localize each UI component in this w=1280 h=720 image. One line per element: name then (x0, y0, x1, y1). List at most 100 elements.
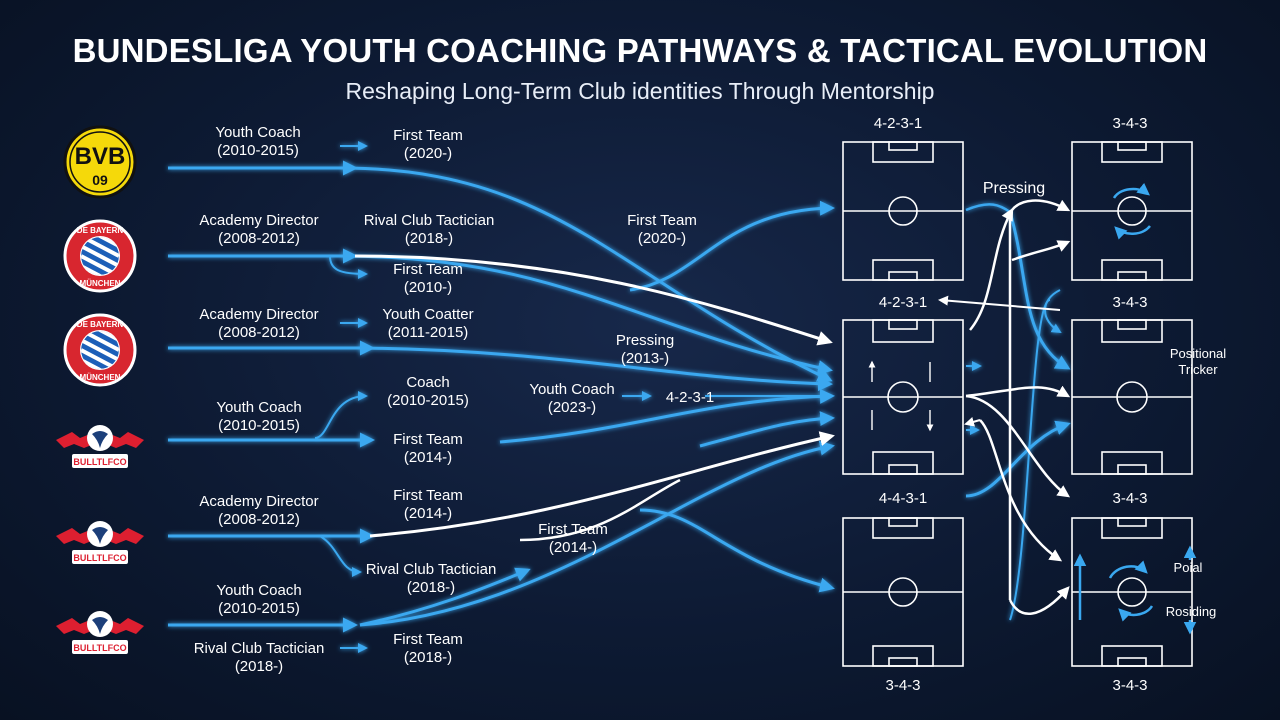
label-b1: Academy Director(2008-2012) (199, 212, 318, 248)
formation-left-low: 4-4-3-1 (878, 490, 928, 507)
label-f3-period: (2018-) (403, 649, 453, 666)
formation-left-top: 4-2-3-1 (873, 115, 923, 132)
label-f1-period: (2010-2015) (218, 600, 300, 617)
leipzig-logo-3-text: BULLTLFCO (73, 643, 126, 653)
label-f1-role: Youth Coach (216, 582, 302, 599)
label-d4-role: Youth Coach (529, 381, 615, 398)
bvb-logo-top: BVB (75, 143, 126, 170)
label-a2-period: (2020-) (403, 145, 453, 162)
pitch-left-bottom (842, 517, 964, 667)
label-e4-role: Rival Club Tactician (365, 561, 497, 578)
label-f2-period: (2018-) (234, 658, 284, 675)
formation-left-mid: 4-2-3-1 (878, 294, 928, 311)
annotation-rosiding: Rosiding (1165, 604, 1217, 619)
pitch-right-bottom-arrows (1073, 545, 1197, 635)
label-e1: Academy Director(2008-2012) (199, 493, 318, 529)
leipzig-logo-1-text: BULLTLFCO (73, 457, 126, 467)
label-d3-role: First Team (393, 431, 463, 448)
label-e4-period: (2018-) (406, 579, 456, 596)
annotation-positional-line2: Tricker (1178, 362, 1218, 377)
label-d5: 4-2-3-1 (666, 389, 714, 407)
label-a2-role: First Team (393, 127, 463, 144)
label-b4-period: (2020-) (637, 230, 687, 247)
label-b4: First Team(2020-) (627, 212, 697, 248)
bvb-logo-bottom: 09 (92, 172, 108, 188)
label-c2-role: Youth Coatter (382, 306, 474, 323)
formation-left-bottom: 3-4-3 (885, 677, 921, 694)
leipzig-logo-3: BULLTLFCO (56, 611, 144, 654)
bayern-logo-2: DE BAYERN MÜNCHEN (63, 313, 137, 387)
bayern-logo-1: DE BAYERN MÜNCHEN (63, 219, 137, 293)
pitch-right-mid (1071, 319, 1193, 475)
leipzig-logo-2: BULLTLFCO (56, 521, 144, 564)
white-flow-lines (354, 199, 1071, 615)
pitch-left-top (842, 141, 964, 281)
label-e3-role: First Team (538, 521, 608, 538)
label-d2: Coach(2010-2015) (387, 374, 469, 410)
label-b2-period: (2018-) (404, 230, 454, 247)
label-b2-role: Rival Club Tactician (363, 212, 495, 229)
label-c3-role: Pressing (615, 332, 675, 349)
annotation-poial: Poial (1173, 560, 1203, 575)
label-f3-role: First Team (393, 631, 463, 648)
label-a2: First Team(2020-) (393, 127, 463, 163)
label-e1-period: (2008-2012) (218, 511, 300, 528)
label-d3-period: (2014-) (403, 449, 453, 466)
annotation-pressing: Pressing (982, 180, 1046, 197)
bayern-logo-2-bottom: MÜNCHEN (80, 373, 121, 382)
label-b2: Rival Club Tactician(2018-) (364, 212, 495, 248)
leipzig-logo-2-text: BULLTLFCO (73, 553, 126, 563)
bvb-logo: BVB 09 (63, 125, 137, 199)
formation-right-top: 3-4-3 (1112, 115, 1148, 132)
label-b1-period: (2008-2012) (218, 230, 300, 247)
page-title: BUNDESLIGA YOUTH COACHING PATHWAYS & TAC… (72, 32, 1208, 69)
formation-right-mid: 3-4-3 (1112, 294, 1148, 311)
label-b1-role: Academy Director (199, 212, 319, 229)
label-f2-role: Rival Club Tactician (193, 640, 325, 657)
bayern-logo-2-top: DE BAYERN (77, 320, 124, 329)
label-b3-period: (2010-) (403, 279, 453, 296)
label-c2: Youth Coatter(2011-2015) (382, 306, 473, 342)
label-c1-period: (2008-2012) (218, 324, 300, 341)
label-d3: First Team(2014-) (393, 431, 463, 467)
label-d1: Youth Coach(2010-2015) (216, 399, 301, 435)
label-d2-role: Coach (406, 374, 450, 391)
label-a1: Youth Coach(2010-2015) (215, 124, 300, 160)
bayern-logo-1-bottom: MÜNCHEN (80, 279, 121, 288)
label-c3: Pressing(2013-) (616, 332, 674, 368)
label-c2-period: (2011-2015) (387, 324, 469, 341)
page-subtitle: Reshaping Long-Term Club identities Thro… (345, 78, 935, 104)
label-f3: First Team(2018-) (393, 631, 463, 667)
label-e2-period: (2014-) (403, 505, 453, 522)
label-f2: Rival Club Tactician(2018-) (194, 640, 325, 676)
label-e2: First Team(2014-) (393, 487, 463, 523)
label-d2-period: (2010-2015) (387, 392, 469, 409)
label-a1-role: Youth Coach (215, 124, 301, 141)
pitch-right-top-rotation (1112, 182, 1151, 240)
label-e3-period: (2014-) (548, 539, 598, 556)
label-d4-period: (2023-) (547, 399, 597, 416)
annotation-positional-line1: Positional (1169, 346, 1227, 361)
label-f1: Youth Coach(2010-2015) (216, 582, 301, 618)
label-e2-role: First Team (393, 487, 463, 504)
formation-right-low: 3-4-3 (1112, 490, 1148, 507)
label-b4-role: First Team (627, 212, 697, 229)
label-c3-period: (2013-) (620, 350, 670, 367)
label-b3-role: First Team (393, 261, 463, 278)
label-d1-role: Youth Coach (216, 399, 302, 416)
bayern-logo-1-top: DE BAYERN (77, 226, 124, 235)
label-e1-role: Academy Director (199, 493, 319, 510)
label-d1-period: (2010-2015) (218, 417, 300, 434)
label-a1-period: (2010-2015) (217, 142, 299, 159)
formation-right-bottom: 3-4-3 (1112, 677, 1148, 694)
label-c1-role: Academy Director (199, 306, 319, 323)
leipzig-logo-1: BULLTLFCO (56, 425, 144, 468)
blue-flow-lines (168, 141, 1071, 653)
pitch-left-mid (842, 319, 964, 475)
pitch-right-top (1071, 141, 1193, 281)
label-b3: First Team(2010-) (393, 261, 463, 297)
pitch-right-bottom (1071, 517, 1193, 667)
label-c1: Academy Director(2008-2012) (199, 306, 318, 342)
